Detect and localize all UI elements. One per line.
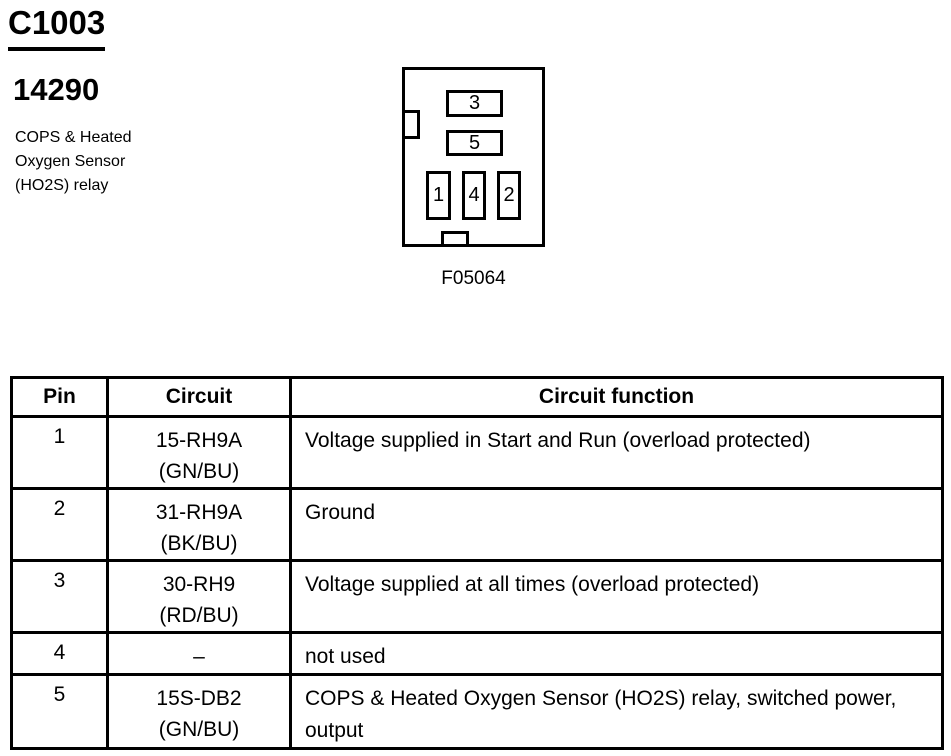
circuit-code: 30-RH9 bbox=[162, 573, 236, 596]
cavity-pin-2: 2 bbox=[497, 171, 521, 220]
connector-face-diagram: 3 5 1 4 2 bbox=[402, 67, 545, 247]
description-line-2: Oxygen Sensor bbox=[15, 153, 126, 170]
circuit-cell: 15S-DB2 (GN/BU) bbox=[106, 673, 292, 750]
connector-bottom-notch bbox=[441, 231, 469, 247]
circuit-function: Ground bbox=[289, 487, 944, 562]
circuit-cell: – bbox=[106, 631, 292, 676]
connector-description: COPS & Heated Oxygen Sensor (HO2S) relay bbox=[15, 126, 132, 198]
table-row: 5 15S-DB2 (GN/BU) COPS & Heated Oxygen S… bbox=[10, 673, 944, 750]
circuit-function: Voltage supplied in Start and Run (overl… bbox=[289, 415, 944, 490]
pinout-table: Pin Circuit Circuit function 1 15-RH9A (… bbox=[10, 376, 944, 750]
circuit-code: – bbox=[193, 645, 205, 668]
circuit-cell: 30-RH9 (RD/BU) bbox=[106, 559, 292, 634]
connector-id-title: C1003 bbox=[8, 4, 106, 51]
header-pin: Pin bbox=[10, 376, 109, 418]
pin-number: 2 bbox=[10, 487, 109, 562]
cavity-pin-3: 3 bbox=[446, 90, 503, 117]
part-number: 14290 bbox=[13, 72, 100, 107]
table-row: 4 – not used bbox=[10, 631, 944, 676]
circuit-function: COPS & Heated Oxygen Sensor (HO2S) relay… bbox=[289, 673, 944, 750]
description-line-1: COPS & Heated bbox=[15, 129, 132, 146]
header-circuit-function: Circuit function bbox=[289, 376, 944, 418]
table-header-row: Pin Circuit Circuit function bbox=[10, 376, 944, 418]
pin-number: 3 bbox=[10, 559, 109, 634]
circuit-code: 31-RH9A bbox=[155, 501, 243, 524]
header-circuit: Circuit bbox=[106, 376, 292, 418]
pin-number: 4 bbox=[10, 631, 109, 676]
cavity-pin-5: 5 bbox=[446, 130, 503, 156]
cavity-pin-1: 1 bbox=[426, 171, 451, 220]
table-row: 2 31-RH9A (BK/BU) Ground bbox=[10, 487, 944, 562]
description-line-3: (HO2S) relay bbox=[15, 177, 109, 194]
cavity-pin-4: 4 bbox=[462, 171, 486, 220]
pin-number: 1 bbox=[10, 415, 109, 490]
circuit-code: 15S-DB2 bbox=[156, 687, 242, 710]
circuit-function: Voltage supplied at all times (overload … bbox=[289, 559, 944, 634]
circuit-cell: 15-RH9A (GN/BU) bbox=[106, 415, 292, 490]
wire-color-code: (GN/BU) bbox=[158, 718, 240, 741]
table-row: 1 15-RH9A (GN/BU) Voltage supplied in St… bbox=[10, 415, 944, 490]
circuit-function: not used bbox=[289, 631, 944, 676]
circuit-cell: 31-RH9A (BK/BU) bbox=[106, 487, 292, 562]
figure-caption: F05064 bbox=[441, 268, 506, 289]
table-row: 3 30-RH9 (RD/BU) Voltage supplied at all… bbox=[10, 559, 944, 634]
wire-color-code: (RD/BU) bbox=[159, 604, 239, 627]
wire-color-code: (BK/BU) bbox=[160, 532, 238, 555]
wire-color-code: (GN/BU) bbox=[158, 460, 240, 483]
pin-number: 5 bbox=[10, 673, 109, 750]
circuit-code: 15-RH9A bbox=[155, 429, 243, 452]
connector-index-tab bbox=[402, 110, 420, 139]
